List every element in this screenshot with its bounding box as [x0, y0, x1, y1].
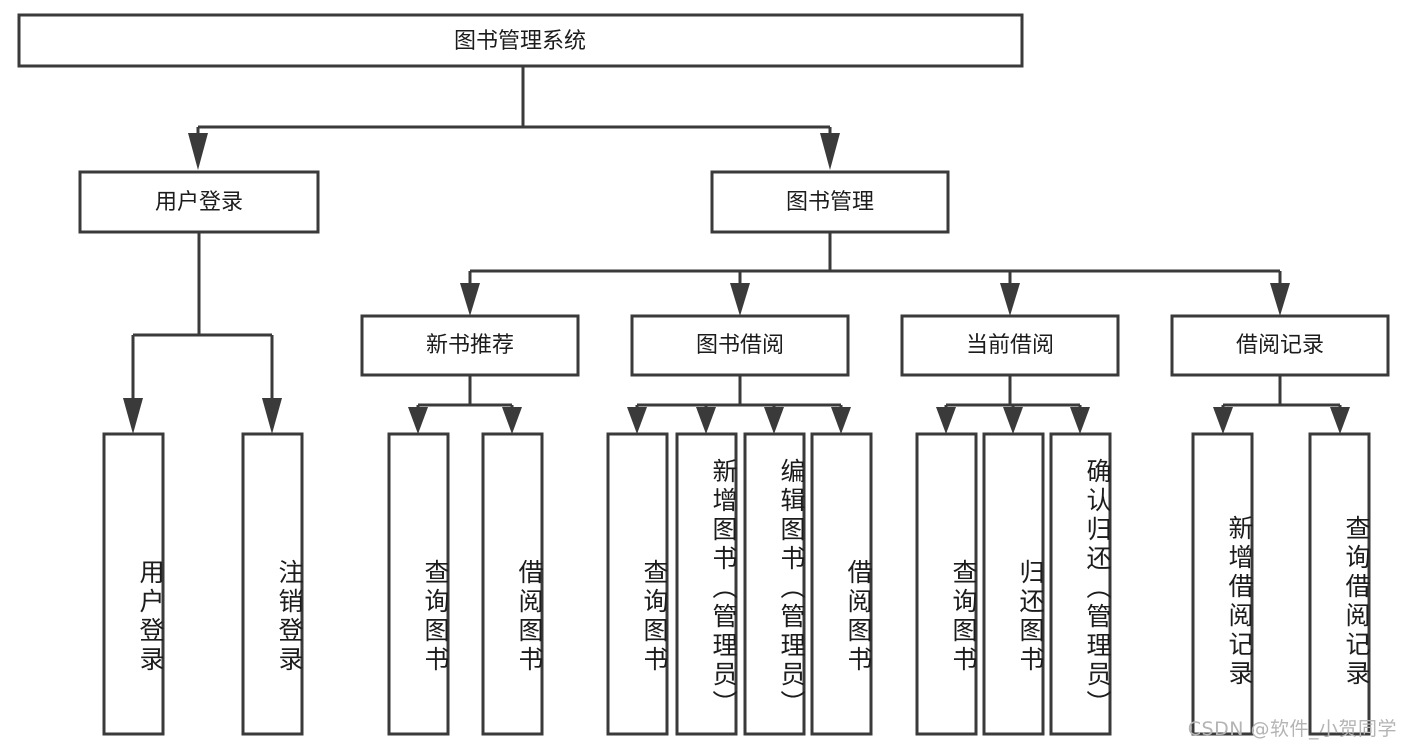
node-user-login-label: 用户登录	[155, 190, 243, 215]
node-borrow-record-box	[1170, 314, 1390, 377]
arrow-to-leaf-query-record	[1330, 407, 1350, 434]
leaf-box-return-book[interactable]	[982, 432, 1045, 736]
leaf-box-query-book-3[interactable]	[915, 432, 978, 736]
leaf-box-query-book-1[interactable]	[387, 432, 450, 736]
node-book-borrow[interactable]: 图书借阅	[630, 314, 850, 377]
leaf-box-add-book[interactable]	[675, 432, 738, 736]
node-new-book-recommend-label: 新书推荐	[426, 333, 514, 358]
node-current-borrow[interactable]: 当前借阅	[900, 314, 1120, 377]
arrow-to-borrow-record	[1270, 283, 1290, 316]
arrow-to-leaf-add-book	[696, 407, 716, 434]
arrow-to-leaf-edit-book	[764, 407, 784, 434]
arrow-to-leaf-query-book-1	[408, 407, 428, 434]
arrow-to-leaf-query-book-2	[627, 407, 647, 434]
node-book-borrow-box	[630, 314, 850, 377]
leaf-box-add-record[interactable]	[1191, 432, 1254, 736]
leaf-box-confirm-return[interactable]	[1049, 432, 1112, 736]
arrow-to-leaf-borrow-book-1	[502, 407, 522, 434]
arrow-to-leaf-borrow-book-2	[831, 407, 851, 434]
arrow-to-current-borrow	[1000, 283, 1020, 316]
arrow-to-new-book-recommend	[460, 283, 480, 316]
arrow-to-leaf-add-record	[1213, 407, 1233, 434]
node-book-borrow-label: 图书借阅	[696, 333, 784, 358]
arrow-to-book-borrow	[730, 283, 750, 316]
node-borrow-record-label: 借阅记录	[1236, 333, 1324, 358]
leaf-box-borrow-book-1[interactable]	[481, 432, 544, 736]
leaf-box-logout[interactable]	[241, 432, 304, 736]
arrow-to-user-login	[188, 133, 208, 170]
node-current-borrow-label: 当前借阅	[966, 333, 1054, 358]
node-user-login[interactable]: 用户登录	[78, 170, 320, 234]
arrow-to-leaf-user-login	[123, 398, 143, 434]
leaf-box-borrow-book-2[interactable]	[810, 432, 873, 736]
node-root-label: 图书管理系统	[454, 29, 586, 54]
node-new-book-recommend[interactable]: 新书推荐	[360, 314, 580, 377]
arrow-to-leaf-return-book	[1003, 407, 1023, 434]
node-root-box	[17, 13, 1024, 68]
leaf-box-edit-book[interactable]	[743, 432, 806, 736]
node-new-book-recommend-box	[360, 314, 580, 377]
arrow-to-leaf-confirm-return	[1070, 407, 1090, 434]
arrow-to-leaf-query-book-3	[936, 407, 956, 434]
csdn-watermark: CSDN @软件_小贺同学	[1187, 718, 1397, 740]
node-borrow-record[interactable]: 借阅记录	[1170, 314, 1390, 377]
node-current-borrow-box	[900, 314, 1120, 377]
arrow-to-book-management	[820, 133, 840, 170]
node-book-management-box	[710, 170, 950, 234]
node-root[interactable]: 图书管理系统	[17, 13, 1024, 68]
leaf-box-query-record[interactable]	[1308, 432, 1371, 736]
leaf-box-query-book-2[interactable]	[606, 432, 669, 736]
node-book-management[interactable]: 图书管理	[710, 170, 950, 234]
arrow-to-leaf-logout	[262, 398, 282, 434]
leaf-box-user-login[interactable]	[102, 432, 165, 736]
node-book-management-label: 图书管理	[786, 190, 874, 215]
